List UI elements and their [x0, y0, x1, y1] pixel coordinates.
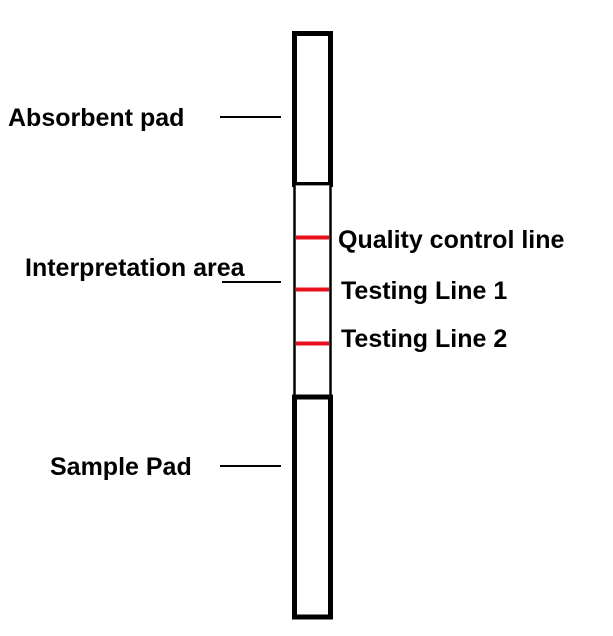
interpretation-area-label: Interpretation area: [25, 254, 246, 282]
test-strip: [292, 31, 333, 620]
quality-control-line-label: Quality control line: [338, 226, 565, 254]
testing-line-1-label: Testing Line 1: [341, 277, 507, 305]
interpretation-area-label-prefix: Interpretation: [25, 254, 193, 282]
absorbent-pad-section: [292, 31, 333, 187]
test-lines: [296, 235, 329, 346]
absorbent-pad-label: Absorbent pad: [8, 104, 184, 132]
sample-pad-section: [292, 394, 333, 620]
interpretation-area-label-underlined: area: [193, 254, 246, 282]
testing-line-2-label: Testing Line 2: [341, 325, 507, 353]
sample-pad-label: Sample Pad: [50, 453, 192, 481]
